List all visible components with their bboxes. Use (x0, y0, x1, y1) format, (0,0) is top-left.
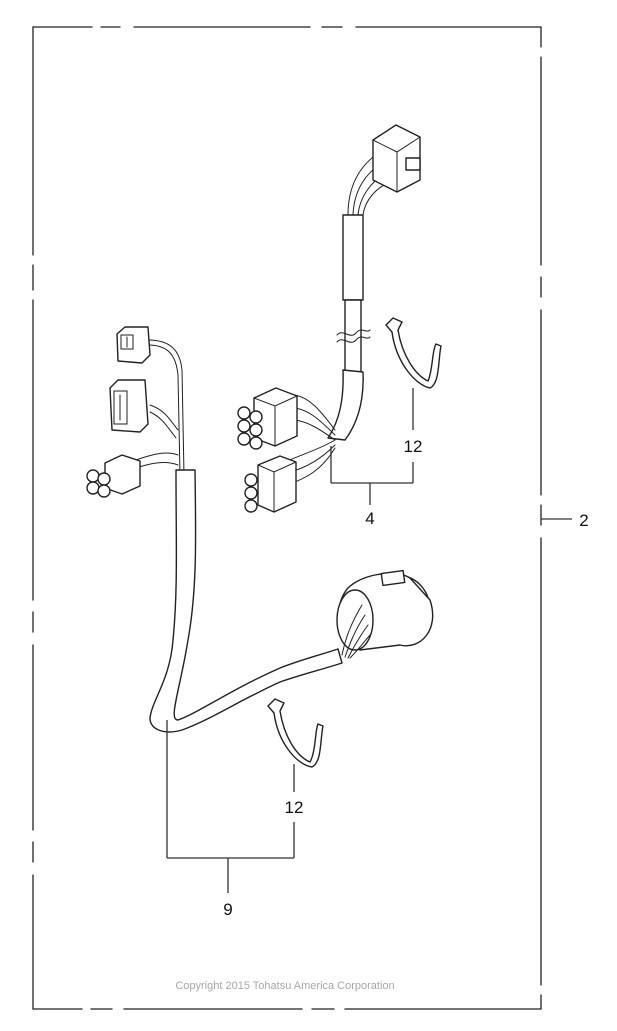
harness-main (86, 326, 434, 733)
callout-harness-upper: 4 (365, 509, 374, 528)
callout-harness-main: 9 (223, 900, 232, 919)
callout-assembly: 2 (579, 511, 588, 530)
connector-6pin-a (237, 387, 298, 450)
copyright-notice: Copyright 2015 Tohatsu America Corporati… (175, 980, 394, 992)
assembly-frame (32, 26, 542, 1010)
connector-round (336, 569, 434, 659)
connector-4pin (86, 454, 141, 498)
connector-6pin-b (244, 455, 297, 513)
connector-top (372, 124, 421, 193)
clamp-lower (267, 698, 324, 768)
connector-small (116, 326, 151, 364)
connector-mid (109, 379, 149, 433)
harness-upper (237, 124, 421, 513)
callout-clamp-upper: 12 (404, 437, 423, 456)
clamp-upper (385, 317, 442, 389)
callout-clamp-lower: 12 (285, 798, 304, 817)
